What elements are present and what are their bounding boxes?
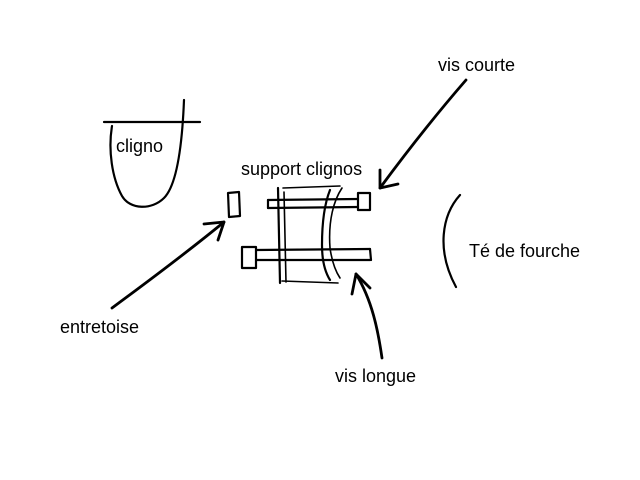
vis-courte-arrow [378,78,468,190]
vis-courte-shape [266,191,372,212]
te-de-fourche-label: Té de fourche [469,241,581,261]
support-clignos-label: support clignos [241,159,363,179]
vis-longue-shape [240,245,373,270]
vis-longue-arrow [350,272,384,360]
entretoise-shape [226,190,242,219]
entretoise-arrow [110,220,226,310]
cligno-shape [102,98,202,208]
te-de-fourche-shape [442,193,462,289]
cligno-label: cligno [116,136,164,156]
vis-courte-label: vis courte [438,55,516,75]
vis-longue-label: vis longue [335,366,417,386]
entretoise-label: entretoise [60,317,140,337]
